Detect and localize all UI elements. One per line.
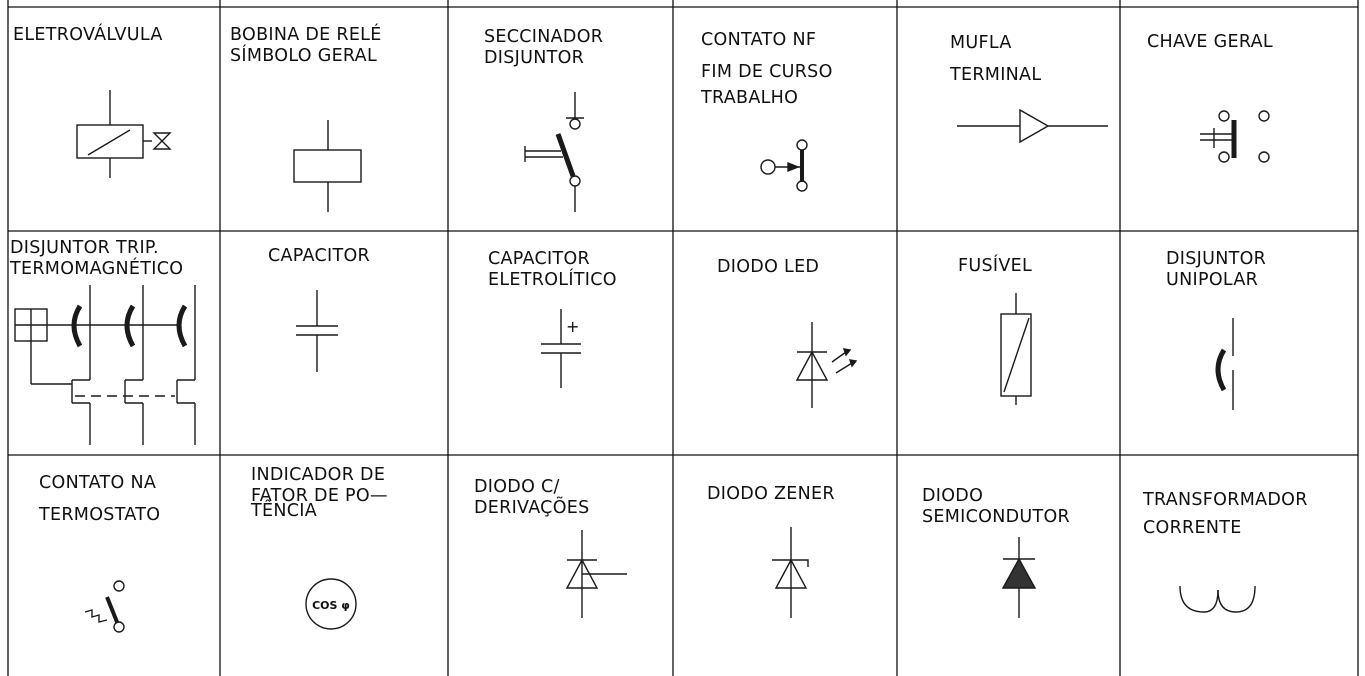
- diode-with-taps-symbol: [565, 530, 627, 618]
- label-diodo-derivacoes: DIODO C/ DERIVAÇÕES: [474, 477, 590, 518]
- disconnector-symbol: [524, 92, 584, 212]
- label-bobina-rele: BOBINA DE RELÉ SÍMBOLO GERAL: [230, 25, 382, 66]
- label-disjuntor-trip: DISJUNTOR TRIP. TERMOMAGNÉTICO: [10, 238, 184, 279]
- label-diodo-semicondutor: DIODO SEMICONDUTOR: [922, 486, 1071, 527]
- electrovalve-symbol: [76, 90, 172, 178]
- thermostat-contact-symbol: [84, 580, 125, 633]
- relay-coil-symbol: [293, 120, 362, 212]
- led-diode-symbol: [795, 322, 858, 408]
- label-disjuntor-unipolar: DISJUNTOR UNIPOLAR: [1166, 249, 1267, 290]
- label-diodo-led: DIODO LED: [717, 257, 820, 277]
- label-mufla-terminal: MUFLA TERMINAL: [950, 33, 1042, 85]
- label-fusivel: FUSÍVEL: [958, 256, 1033, 276]
- electrolytic-capacitor-symbol: [541, 309, 581, 388]
- fuse-symbol: [1000, 293, 1032, 405]
- current-transformer-symbol: [1179, 585, 1256, 613]
- terminal-symbol: [957, 108, 1108, 144]
- zener-diode-symbol: [772, 527, 809, 618]
- label-chave-geral: CHAVE GERAL: [1147, 32, 1273, 52]
- label-eletrovalvula: ELETROVÁLVULA: [13, 25, 163, 45]
- three-pole-breaker-symbol: [14, 285, 196, 445]
- label-contato-nf: CONTATO NF FIM DE CURSO TRABALHO: [701, 30, 833, 108]
- semiconductor-diode-symbol: [1001, 537, 1037, 618]
- label-contato-termostato: CONTATO NA TERMOSTATO: [39, 473, 161, 525]
- power-factor-indicator-symbol: [305, 578, 357, 630]
- electrolytic-plus-sign: +: [566, 317, 579, 336]
- label-diodo-zener: DIODO ZENER: [707, 484, 835, 504]
- limit-switch-symbol: [760, 139, 808, 192]
- capacitor-symbol: [296, 290, 338, 372]
- label-capacitor-eletrolitico: CAPACITOR ELETROLÍTICO: [488, 249, 617, 290]
- label-seccinador: SECCINADOR DISJUNTOR: [484, 27, 604, 68]
- label-indicador-fator: INDICADOR DE FATOR DE PO— TÊNCIA: [251, 465, 388, 521]
- cos-phi-label: COS φ: [312, 599, 350, 612]
- label-transformador-corrente: TRANSFORMADOR CORRENTE: [1143, 490, 1308, 538]
- label-capacitor: CAPACITOR: [268, 246, 370, 266]
- single-pole-breaker-symbol: [1215, 318, 1234, 410]
- main-switch-symbol: [1200, 110, 1270, 163]
- table-grid: [7, 0, 1359, 676]
